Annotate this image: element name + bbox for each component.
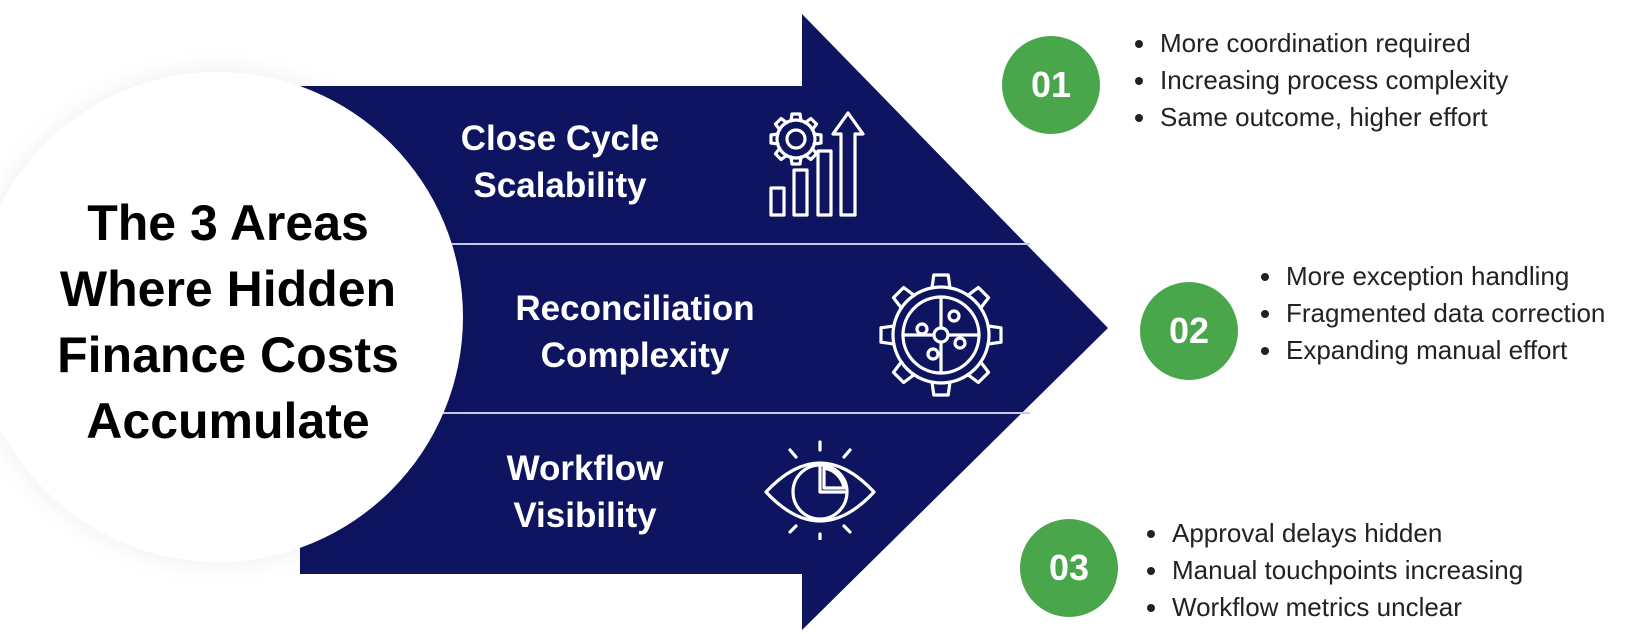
list-item: Manual touchpoints increasing [1170, 552, 1650, 589]
section-label-line: Visibility [513, 496, 657, 535]
bullet-list-02: More exception handling Fragmented data … [1250, 258, 1650, 369]
list-item: More exception handling [1284, 258, 1650, 295]
list-item: More coordination required [1158, 25, 1650, 62]
title-line: The 3 Areas [87, 195, 369, 251]
title-line: Accumulate [86, 393, 370, 449]
bullet-list-01: More coordination required Increasing pr… [1124, 25, 1650, 136]
list-item: Expanding manual effort [1284, 332, 1650, 369]
title-line: Where Hidden [59, 261, 397, 317]
section-label-line: Complexity [540, 336, 730, 375]
number-badge-03: 03 [1020, 519, 1118, 617]
section-label-line: Reconciliation [515, 289, 755, 328]
eye-pie-chart-icon [760, 440, 880, 542]
title-circle [0, 72, 463, 562]
section-label-line: Scalability [473, 166, 647, 205]
bullet-list-03: Approval delays hidden Manual touchpoint… [1136, 515, 1650, 626]
gear-growth-chart-icon [764, 108, 884, 223]
title-line: Finance Costs [57, 327, 399, 383]
number-badge-01: 01 [1002, 36, 1100, 134]
list-item: Increasing process complexity [1158, 62, 1650, 99]
list-item: Fragmented data correction [1284, 295, 1650, 332]
list-item: Same outcome, higher effort [1158, 99, 1650, 136]
list-item: Workflow metrics unclear [1170, 589, 1650, 626]
arrow-body [300, 14, 1108, 630]
list-item: Approval delays hidden [1170, 515, 1650, 552]
page-title: The 3 Areas Where Hidden Finance Costs A… [18, 190, 438, 454]
section-label-line: Close Cycle [460, 119, 660, 158]
section-label-reconciliation: Reconciliation Complexity [485, 285, 785, 379]
section-label-line: Workflow [506, 449, 664, 488]
section-label-workflow: Workflow Visibility [455, 445, 715, 539]
number-badge-02: 02 [1140, 282, 1238, 380]
section-label-close-cycle: Close Cycle Scalability [430, 115, 690, 209]
puzzle-gear-icon [876, 270, 1006, 400]
